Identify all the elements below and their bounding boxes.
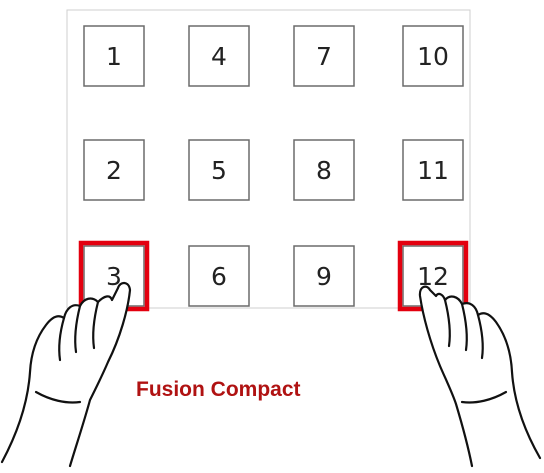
key-10[interactable]: 10 xyxy=(403,26,463,86)
key-label: 4 xyxy=(211,42,227,71)
key-11[interactable]: 11 xyxy=(403,140,463,200)
key-9[interactable]: 9 xyxy=(294,246,354,306)
key-label: 6 xyxy=(211,262,227,291)
key-label: 8 xyxy=(316,156,332,185)
key-label: 9 xyxy=(316,262,332,291)
right-hand-icon xyxy=(420,287,540,466)
key-1[interactable]: 1 xyxy=(84,26,144,86)
key-label: 2 xyxy=(106,156,122,185)
key-label: 5 xyxy=(211,156,227,185)
left-hand-icon xyxy=(2,283,130,466)
key-label: 12 xyxy=(417,262,449,291)
key-label: 10 xyxy=(417,42,449,71)
key-label: 1 xyxy=(106,42,122,71)
key-6[interactable]: 6 xyxy=(189,246,249,306)
key-4[interactable]: 4 xyxy=(189,26,249,86)
key-7[interactable]: 7 xyxy=(294,26,354,86)
key-8[interactable]: 8 xyxy=(294,140,354,200)
key-2[interactable]: 2 xyxy=(84,140,144,200)
key-5[interactable]: 5 xyxy=(189,140,249,200)
key-label: 7 xyxy=(316,42,332,71)
diagram-caption: Fusion Compact xyxy=(136,378,301,402)
key-label: 11 xyxy=(417,156,449,185)
